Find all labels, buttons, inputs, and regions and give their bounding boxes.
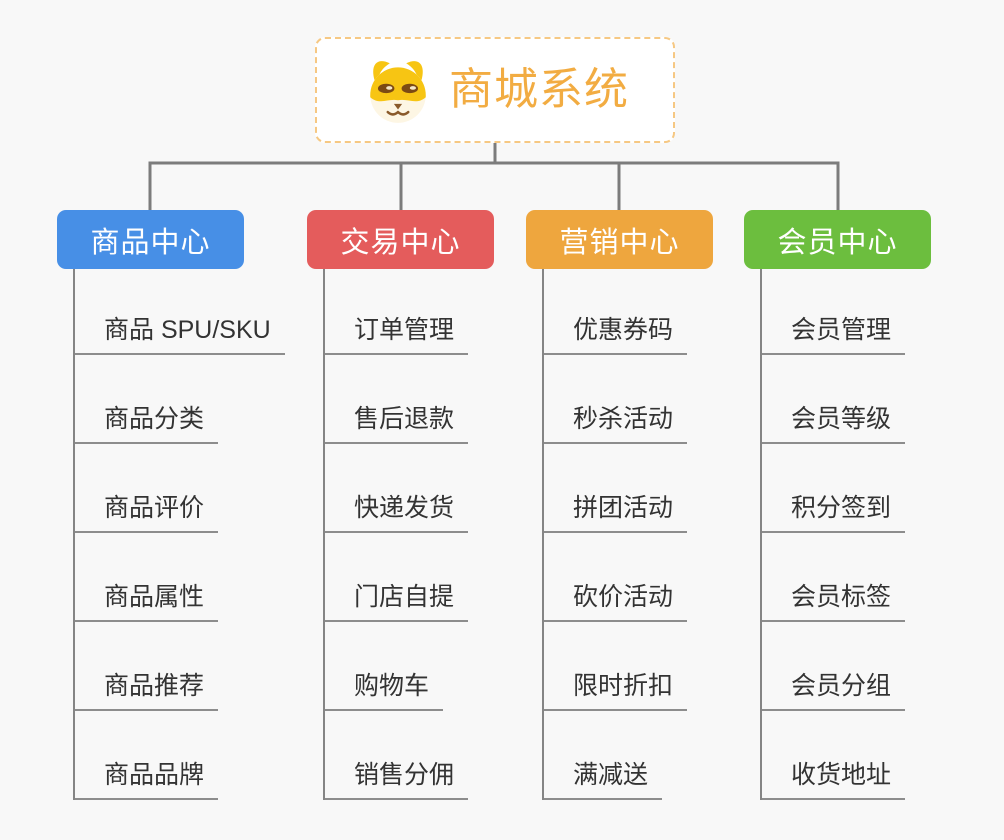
- branch: 营销中心 优惠券码 秒杀活动 拼团活动 砍价活动 限时折扣 满减送: [526, 210, 713, 800]
- leaf-row: 商品 SPU/SKU: [73, 266, 285, 355]
- branch-node-member-center[interactable]: 会员中心: [744, 210, 931, 269]
- leaf-row: 积分签到: [760, 444, 906, 533]
- branch-node-marketing-center[interactable]: 营销中心: [526, 210, 713, 269]
- leaf-node[interactable]: 拼团活动: [542, 494, 688, 533]
- leaf-row: 砍价活动: [542, 533, 688, 622]
- leaf-node[interactable]: 会员等级: [760, 405, 906, 444]
- leaf-row: 售后退款: [323, 355, 469, 444]
- branch-leaves: 会员管理 会员等级 积分签到 会员标签 会员分组 收货地址: [760, 266, 906, 800]
- leaf-node[interactable]: 售后退款: [323, 405, 469, 444]
- leaf-row: 会员分组: [760, 622, 906, 711]
- leaf-node[interactable]: 快递发货: [323, 494, 469, 533]
- leaf-row: 收货地址: [760, 711, 906, 800]
- leaf-node[interactable]: 秒杀活动: [542, 405, 688, 444]
- leaf-row: 商品推荐: [73, 622, 285, 711]
- branch-node-product-center[interactable]: 商品中心: [57, 210, 244, 269]
- leaf-node[interactable]: 满减送: [542, 761, 663, 800]
- leaf-row: 商品评价: [73, 444, 285, 533]
- branch: 商品中心 商品 SPU/SKU 商品分类 商品评价 商品属性 商品推荐 商品品牌: [57, 210, 285, 800]
- leaf-row: 会员标签: [760, 533, 906, 622]
- leaf-node[interactable]: 优惠券码: [542, 316, 688, 355]
- leaf-row: 订单管理: [323, 266, 469, 355]
- leaf-row: 拼团活动: [542, 444, 688, 533]
- leaf-node[interactable]: 商品分类: [73, 405, 219, 444]
- leaf-node[interactable]: 商品属性: [73, 583, 219, 622]
- leaf-row: 门店自提: [323, 533, 469, 622]
- leaf-node[interactable]: 订单管理: [323, 316, 469, 355]
- leaf-row: 销售分佣: [323, 711, 469, 800]
- leaf-row: 商品分类: [73, 355, 285, 444]
- root-node[interactable]: 商城系统: [315, 37, 675, 143]
- leaf-node[interactable]: 购物车: [323, 672, 444, 711]
- leaf-node[interactable]: 商品推荐: [73, 672, 219, 711]
- branch-leaves: 订单管理 售后退款 快递发货 门店自提 购物车 销售分佣: [323, 266, 469, 800]
- leaf-node[interactable]: 砍价活动: [542, 583, 688, 622]
- leaf-row: 购物车: [323, 622, 468, 711]
- leaf-row: 优惠券码: [542, 266, 688, 355]
- leaf-row: 商品属性: [73, 533, 285, 622]
- leaf-row: 快递发货: [323, 444, 469, 533]
- leaf-row: 秒杀活动: [542, 355, 688, 444]
- branch-spine-line: [760, 269, 762, 800]
- branch: 交易中心 订单管理 售后退款 快递发货 门店自提 购物车 销售分佣: [307, 210, 494, 800]
- leaf-row: 商品品牌: [73, 711, 285, 800]
- leaf-node[interactable]: 积分签到: [760, 494, 906, 533]
- dog-icon: [361, 55, 435, 125]
- leaf-row: 限时折扣: [542, 622, 688, 711]
- root-title: 商城系统: [449, 65, 629, 114]
- branch-leaves: 优惠券码 秒杀活动 拼团活动 砍价活动 限时折扣 满减送: [542, 266, 688, 800]
- leaf-node[interactable]: 会员分组: [760, 672, 906, 711]
- leaf-node[interactable]: 商品品牌: [73, 761, 219, 800]
- branch-spine-line: [323, 269, 325, 800]
- branch-spine-line: [73, 269, 75, 800]
- branch-leaves: 商品 SPU/SKU 商品分类 商品评价 商品属性 商品推荐 商品品牌: [73, 266, 285, 800]
- branch-spine-line: [542, 269, 544, 800]
- leaf-row: 满减送: [542, 711, 687, 800]
- leaf-node[interactable]: 门店自提: [323, 583, 469, 622]
- leaf-node[interactable]: 会员标签: [760, 583, 906, 622]
- leaf-node[interactable]: 销售分佣: [323, 761, 469, 800]
- leaf-row: 会员管理: [760, 266, 906, 355]
- branch: 会员中心 会员管理 会员等级 积分签到 会员标签 会员分组 收货地址: [744, 210, 931, 800]
- leaf-row: 会员等级: [760, 355, 906, 444]
- leaf-node[interactable]: 商品 SPU/SKU: [73, 316, 285, 355]
- branch-node-trade-center[interactable]: 交易中心: [307, 210, 494, 269]
- leaf-node[interactable]: 会员管理: [760, 316, 906, 355]
- leaf-node[interactable]: 商品评价: [73, 494, 219, 533]
- leaf-node[interactable]: 收货地址: [760, 761, 906, 800]
- leaf-node[interactable]: 限时折扣: [542, 672, 688, 711]
- branch-connector-line: [148, 161, 840, 212]
